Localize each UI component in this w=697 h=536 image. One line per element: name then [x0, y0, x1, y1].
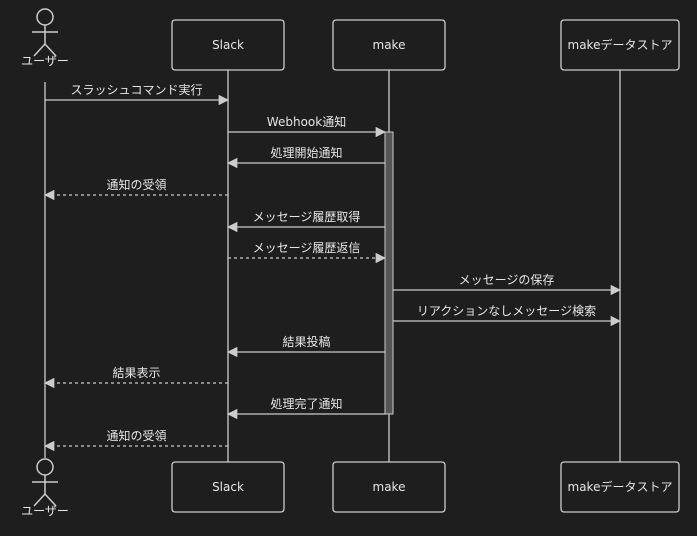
- participant-store-top: makeデータストア: [560, 19, 680, 71]
- participant-slack-top: Slack: [171, 19, 285, 71]
- message-label: 通知の受領: [106, 177, 166, 192]
- actor-label: ユーザー: [21, 504, 69, 518]
- message-2: Webhook通知: [228, 115, 387, 138]
- participant-box: [171, 19, 285, 71]
- participant-label: Slack: [212, 480, 244, 494]
- message-9: 結果投稿: [226, 334, 385, 358]
- participant-label: makeデータストア: [568, 37, 673, 52]
- actor-leg: [44, 493, 57, 507]
- message-label: 処理完了通知: [270, 396, 342, 411]
- message-label: メッセージ履歴返信: [253, 241, 361, 255]
- actor-top: ユーザー: [21, 8, 69, 68]
- message-label: 通知の受領: [106, 428, 166, 443]
- participant-box: [332, 461, 446, 513]
- message-label: 結果投稿: [282, 334, 330, 349]
- participant-box: [332, 19, 446, 71]
- message-label: リアクションなしメッセージ検索: [417, 304, 596, 318]
- message-11: 処理完了通知: [226, 396, 385, 420]
- actor-bottom: ユーザー: [21, 458, 69, 518]
- message-label: スラッシュコマンド実行: [70, 82, 202, 97]
- participant-box: [560, 461, 680, 513]
- message-label: Webhook通知: [267, 115, 346, 129]
- participant-label: makeデータストア: [568, 479, 673, 494]
- message-8: リアクションなしメッセージ検索: [393, 304, 622, 327]
- actor-head: [36, 8, 54, 26]
- actor-label: ユーザー: [21, 54, 69, 68]
- actor-head: [36, 458, 54, 476]
- participant-store-bottom: makeデータストア: [560, 461, 680, 513]
- actor-leg: [33, 493, 46, 507]
- participant-label: make: [373, 38, 406, 52]
- participant-make-bottom: make: [332, 461, 446, 513]
- message-label: メッセージの保存: [459, 273, 555, 287]
- participant-box: [560, 19, 680, 71]
- actor-leg: [33, 43, 46, 57]
- participant-slack-bottom: Slack: [171, 461, 285, 513]
- message-7: メッセージの保存: [393, 273, 622, 296]
- message-6: メッセージ履歴返信: [228, 241, 387, 264]
- participant-label: Slack: [212, 38, 244, 52]
- message-3: 処理開始通知: [226, 146, 385, 169]
- message-label: メッセージ履歴取得: [253, 209, 361, 224]
- participant-box: [171, 461, 285, 513]
- message-label: 結果表示: [112, 366, 160, 380]
- message-10: 結果表示: [43, 366, 228, 389]
- message-12: 通知の受領: [43, 428, 228, 452]
- participant-label: make: [373, 480, 406, 494]
- participant-make-top: make: [332, 19, 446, 71]
- message-5: メッセージ履歴取得: [226, 209, 385, 233]
- message-1: スラッシュコマンド実行: [45, 82, 230, 106]
- actor-leg: [44, 43, 57, 57]
- activation-bar-make: [384, 131, 394, 415]
- message-4: 通知の受領: [43, 177, 228, 201]
- message-label: 処理開始通知: [270, 146, 342, 160]
